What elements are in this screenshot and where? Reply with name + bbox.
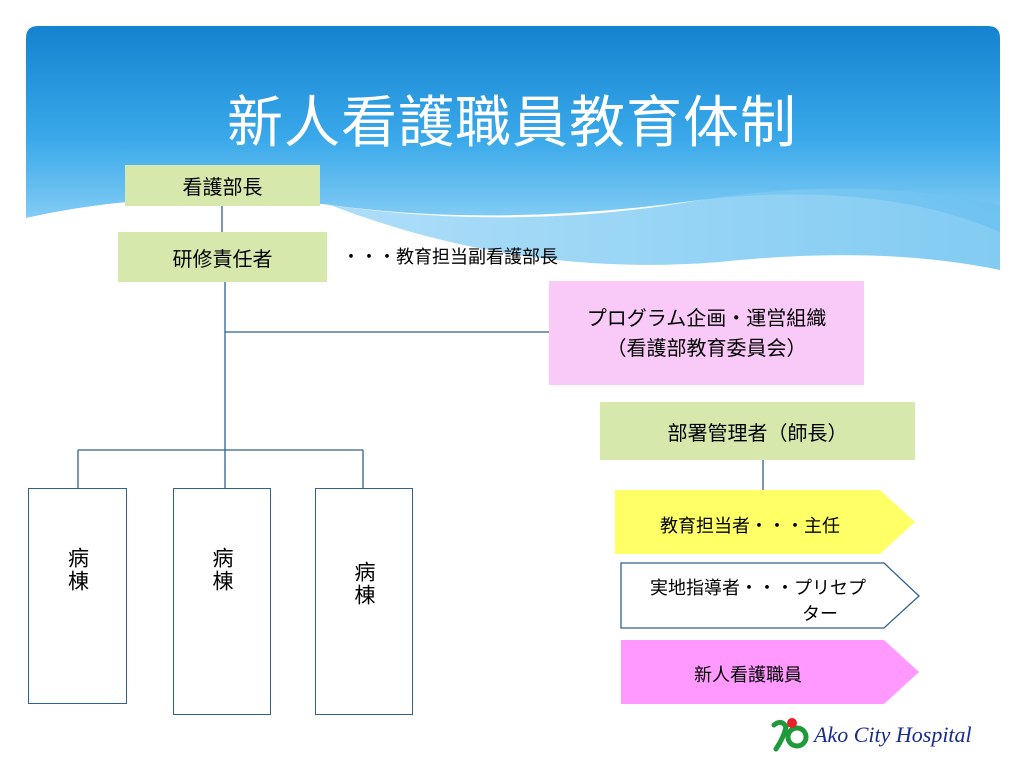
education-lead-arrow	[615, 490, 915, 554]
new-nurse-arrow	[621, 640, 919, 704]
department-manager-box: 部署管理者（師長）	[600, 402, 915, 460]
preceptor-label-line1: 実地指導者・・・プリセプ	[650, 578, 866, 599]
hospital-logo-text: Ako City Hospital	[814, 722, 972, 747]
ward-box-3: 病棟	[315, 488, 413, 715]
preceptor-arrow	[620, 562, 920, 629]
ward-box-2: 病棟	[173, 488, 271, 715]
training-manager-note: ・・・教育担当副看護部長	[342, 247, 558, 268]
ward-label-2: 病棟	[210, 547, 234, 593]
program-org-line1: プログラム企画・運営組織	[586, 306, 827, 330]
hospital-logo-icon	[771, 718, 809, 752]
new-nurse-label: 新人看護職員	[694, 665, 802, 686]
ward-label-3: 病棟	[352, 561, 376, 607]
preceptor-label-line2: ター	[802, 604, 838, 625]
education-lead-label: 教育担当者・・・主任	[660, 516, 840, 537]
slide-title: 新人看護職員教育体制	[227, 91, 797, 156]
program-organization-box: プログラム企画・運営組織 （看護部教育委員会）	[549, 281, 864, 385]
ward-label-1: 病棟	[65, 547, 90, 593]
ward-box-1: 病棟	[28, 488, 127, 704]
nursing-director-box: 看護部長	[125, 165, 320, 206]
training-manager-box: 研修責任者	[118, 232, 327, 282]
hospital-logo: Ako City Hospital	[770, 715, 972, 755]
program-org-line2: （看護部教育委員会）	[606, 336, 807, 360]
